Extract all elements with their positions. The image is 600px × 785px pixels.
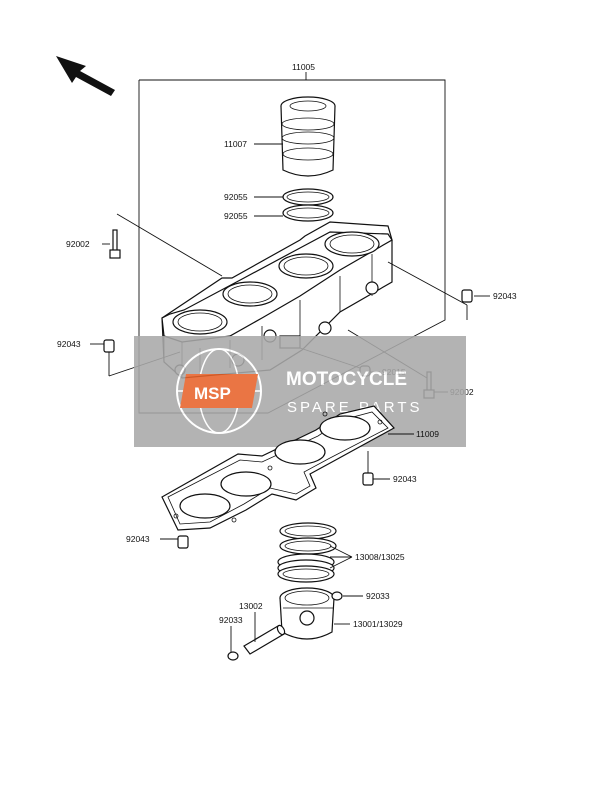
piston [279,587,335,640]
label-92043-bottom: 92043 [126,534,150,544]
label-92002-left: 92002 [66,239,90,249]
dowel-right [461,289,473,303]
circlip-left [227,651,239,661]
label-11005: 11005 [292,62,315,72]
label-92043-gasket: 92043 [393,474,417,484]
dowel-bottom [177,535,189,549]
front-arrow-icon [56,56,115,96]
o-rings [282,188,334,222]
watermark: MSP MOTOCYCLE SPARE PARTS [134,336,466,447]
logo-badge [180,374,258,408]
piston-pin [243,624,286,655]
label-13002: 13002 [239,601,263,611]
watermark-title: MOTOCYCLE [286,369,407,390]
label-92055-b: 92055 [224,211,248,221]
circlip-right [331,591,343,601]
logo-text: MSP [194,384,231,403]
bolt-left [109,229,121,259]
label-13008-13025: 13008/13025 [355,552,405,562]
label-92055-a: 92055 [224,192,248,202]
dowel-left [103,339,115,353]
cylinder-liner [280,96,336,177]
label-13001-13029: 13001/13029 [353,619,403,629]
dowel-gasket [362,472,374,486]
piston-rings [277,522,337,583]
label-11007: 11007 [224,139,247,149]
label-11009: 11009 [416,429,439,439]
watermark-subtitle: SPARE PARTS [287,399,423,416]
label-92033-right: 92033 [366,591,390,601]
label-92033-left: 92033 [219,615,243,625]
label-92043-left: 92043 [57,339,81,349]
head-gasket [161,405,395,531]
label-92043-right: 92043 [493,291,517,301]
